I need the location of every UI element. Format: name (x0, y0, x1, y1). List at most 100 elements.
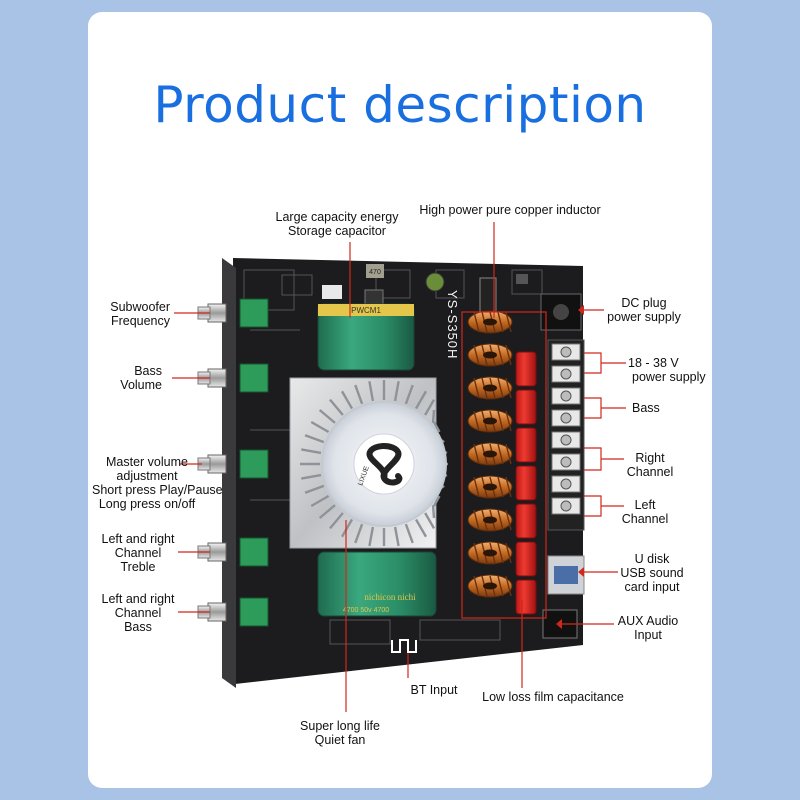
heatsink-fin (318, 409, 336, 424)
film-capacitor-array (515, 351, 537, 615)
film-capacitor (515, 541, 537, 577)
pcb-board: 470 LIXUE PWCM1 (197, 258, 585, 688)
terminal-screw-head (560, 456, 572, 468)
inductor-array (467, 310, 513, 598)
heatsink: LIXUE (289, 377, 448, 549)
heatsink-fin (414, 518, 428, 538)
heatsink-fin (310, 494, 330, 508)
front-panel (222, 258, 236, 688)
page-title: Product description (153, 76, 647, 134)
heatsink-fin (431, 505, 436, 519)
heatsink-fin (310, 420, 330, 434)
heatsink-fin (318, 504, 336, 519)
potentiometer (239, 298, 269, 328)
heatsink-fin (368, 526, 375, 547)
knob-shaft (207, 602, 227, 622)
heatsink-fin (393, 526, 400, 547)
inductor-coil (467, 409, 513, 433)
inductor-coil (467, 508, 513, 532)
film-capacitor (515, 427, 537, 463)
top-capacitor-text: PWCM1 (351, 306, 381, 315)
heatsink-fin (432, 495, 441, 507)
bottom-capacitor-rating: 4700 50v 4700 (343, 607, 389, 614)
film-capacitor (515, 503, 537, 539)
inductor-coil (467, 343, 513, 367)
heatsink-fin (393, 381, 400, 402)
inductor-coil (467, 475, 513, 499)
leader-arrows (556, 305, 584, 629)
inductor-coil (467, 541, 513, 565)
heatsink-fin (424, 399, 436, 416)
heatsink-fin (340, 518, 354, 538)
terminal-screw-head (560, 500, 572, 512)
knob-shaft (207, 303, 227, 323)
terminal-block (547, 339, 585, 531)
inductor-coil (467, 574, 513, 598)
heatsink-fin (329, 398, 344, 416)
heatsink-fin (301, 473, 322, 480)
heatsink-fin (304, 484, 325, 494)
heatsink-fin (304, 434, 325, 444)
inductor-coil (467, 310, 513, 334)
terminal-screw-head (560, 478, 572, 490)
label-film-cap: Low loss film capacitance (482, 690, 624, 704)
potentiometer (239, 597, 269, 627)
heatsink-fin (432, 421, 441, 433)
terminal-screw-head (560, 412, 572, 424)
heatsink-fin (424, 512, 436, 529)
film-capacitor (515, 389, 537, 425)
heatsink-fin (301, 448, 322, 455)
heatsink-fin (354, 523, 364, 544)
fan-logo-icon (366, 443, 403, 486)
bottom-capacitor-text: nichicon nichi (364, 592, 416, 602)
terminal-screw-head (560, 368, 572, 380)
heatsink-fin (354, 384, 364, 405)
top-capacitor: PWCM1 (317, 303, 415, 371)
inductor-coil (467, 442, 513, 466)
heatsink-fin (431, 409, 436, 423)
model-label: YS-S350H (445, 290, 460, 359)
terminal-screw-head (560, 390, 572, 402)
heatsink-fin (329, 512, 344, 530)
film-capacitor (515, 351, 537, 387)
heatsink-fin (414, 390, 428, 410)
film-capacitor (515, 579, 537, 615)
heatsink-fin (368, 381, 375, 402)
bt-antenna (391, 639, 417, 653)
label-bass-output: Bass (632, 401, 660, 415)
heatsink-fin (404, 523, 414, 544)
potentiometer (239, 537, 269, 567)
potentiometer (239, 449, 269, 479)
speaker-terminals (551, 343, 581, 515)
inductor-highlight-box (461, 311, 547, 619)
knob-shaft (207, 368, 227, 388)
terminal-screw-head (560, 434, 572, 446)
label-bt: BT Input (410, 683, 458, 697)
knob-column (197, 298, 269, 627)
knob-shaft (207, 542, 227, 562)
label-inductor: High power pure copper inductor (419, 203, 601, 217)
leader-lines (172, 222, 626, 712)
potentiometer (239, 363, 269, 393)
inductor-coil (467, 376, 513, 400)
terminal-screw-head (560, 346, 572, 358)
bottom-capacitor: nichicon nichi 4700 50v 4700 (317, 551, 437, 617)
small-cap-text: 470 (369, 269, 381, 276)
knob-shaft (207, 454, 227, 474)
heatsink-fin (340, 390, 354, 410)
heatsink-fin (404, 384, 414, 405)
